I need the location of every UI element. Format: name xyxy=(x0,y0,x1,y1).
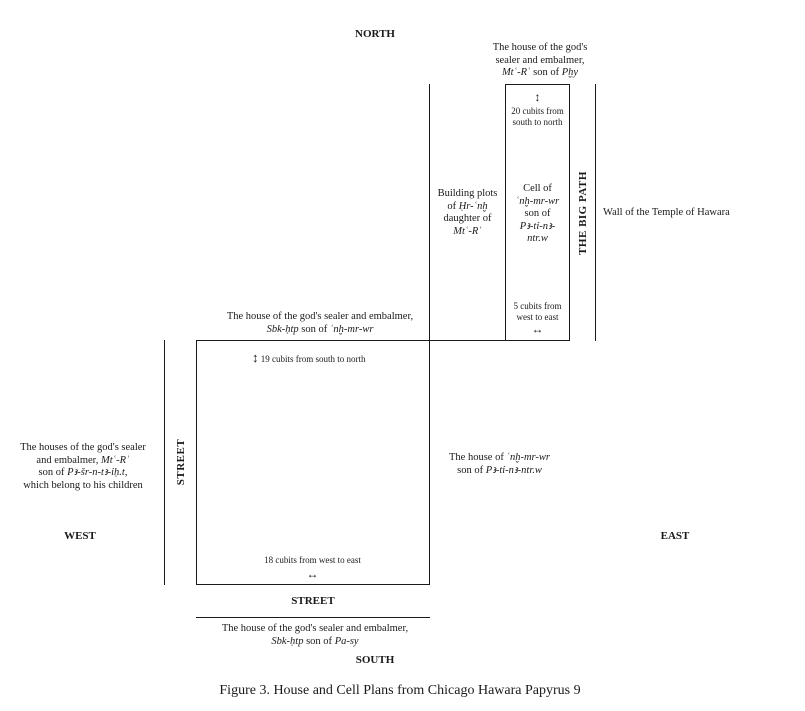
north-neighbor-line1: The house of the god's xyxy=(492,42,588,53)
south-street-label: STREET xyxy=(291,595,335,607)
north-house-line1: The house of the god's sealer and embalm… xyxy=(226,311,414,322)
south-house-label: The house of the god's sealer and embalm… xyxy=(180,623,450,648)
horizontal-arrow-icon: ↔ xyxy=(531,322,544,336)
big-path-label: THE BIG PATH xyxy=(577,171,589,255)
house-plot-outline xyxy=(196,340,430,585)
of-text: of xyxy=(447,200,459,212)
north-house-owner-name: Sbk-ḥtp xyxy=(266,323,299,335)
house-south-text: 18 cubits from west to east xyxy=(264,555,361,565)
building-plots-label: Building plots of Ḥr-ʿnḫ daughter of Mtʿ… xyxy=(430,188,505,238)
house-south-dimension: 18 cubits from west to east ↔ xyxy=(240,555,385,580)
east-house-line1: The house of ʿnḫ-mr-wr xyxy=(432,452,567,465)
cell-south-dimension: 5 cubits from west to east ↔ xyxy=(505,301,570,335)
north-house-father-name: ʿnḫ-mr-wr xyxy=(329,323,374,335)
cell-north-line1: 20 cubits from xyxy=(511,106,564,116)
east-father-name: Pꜣ-tỉ-nꜣ-ntr.w xyxy=(485,464,542,476)
building-plots-line1: Building plots xyxy=(437,188,498,199)
building-plots-line3: daughter of xyxy=(443,213,492,224)
house-north-dimension: ↕ 19 cubits from south to north xyxy=(252,350,422,365)
north-house-line2: Sbk-ḥtp son of ʿnḫ-mr-wr xyxy=(180,324,460,337)
plot-owner-name: Ḥr-ʿnḫ xyxy=(458,200,488,212)
north-neighbor-line2: sealer and embalmer, xyxy=(495,54,585,66)
west-street-line xyxy=(164,340,166,585)
cell-north-line2: south to north xyxy=(512,117,563,127)
house-of-text: The house of xyxy=(449,452,507,463)
comma-text: , xyxy=(124,467,128,478)
north-neighbor-house-label: The house of the god's sealer and embalm… xyxy=(470,42,610,80)
cell-center-label: Cell of ʿnḫ-mr-wr son of Pꜣ-tỉ-nꜣ- ntr.w xyxy=(505,183,570,246)
cell-south-line2: west to east xyxy=(516,312,559,322)
vertical-arrow-icon: ↕ xyxy=(534,90,541,104)
west-houses-line1: The houses of the god's sealer xyxy=(20,442,146,453)
son-of-text: son of xyxy=(530,67,562,78)
cell-father-name-part1: Pꜣ-tỉ-nꜣ- xyxy=(519,220,556,232)
and-embalmer-text: and embalmer, xyxy=(36,454,102,466)
house-north-text: 19 cubits from south to north xyxy=(260,354,366,364)
north-label: NORTH xyxy=(355,28,395,40)
south-label: SOUTH xyxy=(355,654,395,666)
west-street-label: STREET xyxy=(175,438,187,486)
south-house-father-name: Pa-sy xyxy=(334,635,359,647)
son-of-text: son of xyxy=(457,464,486,476)
west-houses-line3: son of Pꜣ-šr-n-tꜣ-ỉḥ.t, xyxy=(8,467,158,480)
north-house-label: The house of the god's sealer and embalm… xyxy=(180,311,460,336)
temple-wall-label: Wall of the Temple of Hawara xyxy=(603,207,730,218)
south-house-owner-name: Sbk-ḥtp xyxy=(271,635,304,647)
cell-north-dimension: ↕ 20 cubits from south to north xyxy=(505,91,570,128)
father-name: Pḫy xyxy=(561,67,579,78)
figure-caption: Figure 3. House and Cell Plans from Chic… xyxy=(219,683,581,698)
south-street-line xyxy=(196,617,430,619)
cell-center-line1: Cell of xyxy=(523,183,552,194)
cell-south-line1: 5 cubits from xyxy=(513,301,562,311)
west-houses-label: The houses of the god's sealer and embal… xyxy=(8,442,158,492)
east-owner-name: ʿnḫ-mr-wr xyxy=(506,452,550,463)
horizontal-arrow-icon: ↔ xyxy=(306,567,319,581)
west-label: WEST xyxy=(64,530,96,542)
cell-owner-name: ʿnḫ-mr-wr xyxy=(515,195,560,207)
south-house-line2: Sbk-ḥtp son of Pa-sy xyxy=(180,636,450,649)
vertical-arrow-icon: ↕ xyxy=(252,350,259,365)
owner-name: Mtʿ-Rʿ xyxy=(501,67,531,78)
east-label: EAST xyxy=(660,530,690,542)
building-plots-west-boundary xyxy=(429,84,431,341)
west-father-name: Pꜣ-šr-n-tꜣ-ỉḥ.t xyxy=(67,467,125,478)
cell-center-line3: son of xyxy=(524,208,551,219)
plot-owner-father-name: Mtʿ-Rʿ xyxy=(453,225,482,237)
cell-outline xyxy=(505,84,570,341)
west-houses-line4: which belong to his children xyxy=(23,479,143,491)
east-house-line2: son of Pꜣ-tỉ-nꜣ-ntr.w xyxy=(432,465,567,478)
son-of-text: son of xyxy=(38,467,68,478)
plot-connector-line xyxy=(429,340,506,342)
west-houses-line2: and embalmer, Mtʿ-Rʿ xyxy=(8,455,158,468)
south-house-line1: The house of the god's sealer and embalm… xyxy=(221,623,409,634)
son-of-text: son of xyxy=(298,323,330,335)
temple-wall-line xyxy=(595,84,597,341)
north-neighbor-line3: Mtʿ-Rʿ son of Pḫy xyxy=(470,67,610,80)
building-plots-line2: of Ḥr-ʿnḫ xyxy=(430,201,505,214)
cell-father-name-part2: ntr.w xyxy=(527,233,548,244)
son-of-text: son of xyxy=(303,635,335,647)
west-owner-name: Mtʿ-Rʿ xyxy=(101,454,130,466)
east-house-label: The house of ʿnḫ-mr-wr son of Pꜣ-tỉ-nꜣ-n… xyxy=(432,452,567,477)
